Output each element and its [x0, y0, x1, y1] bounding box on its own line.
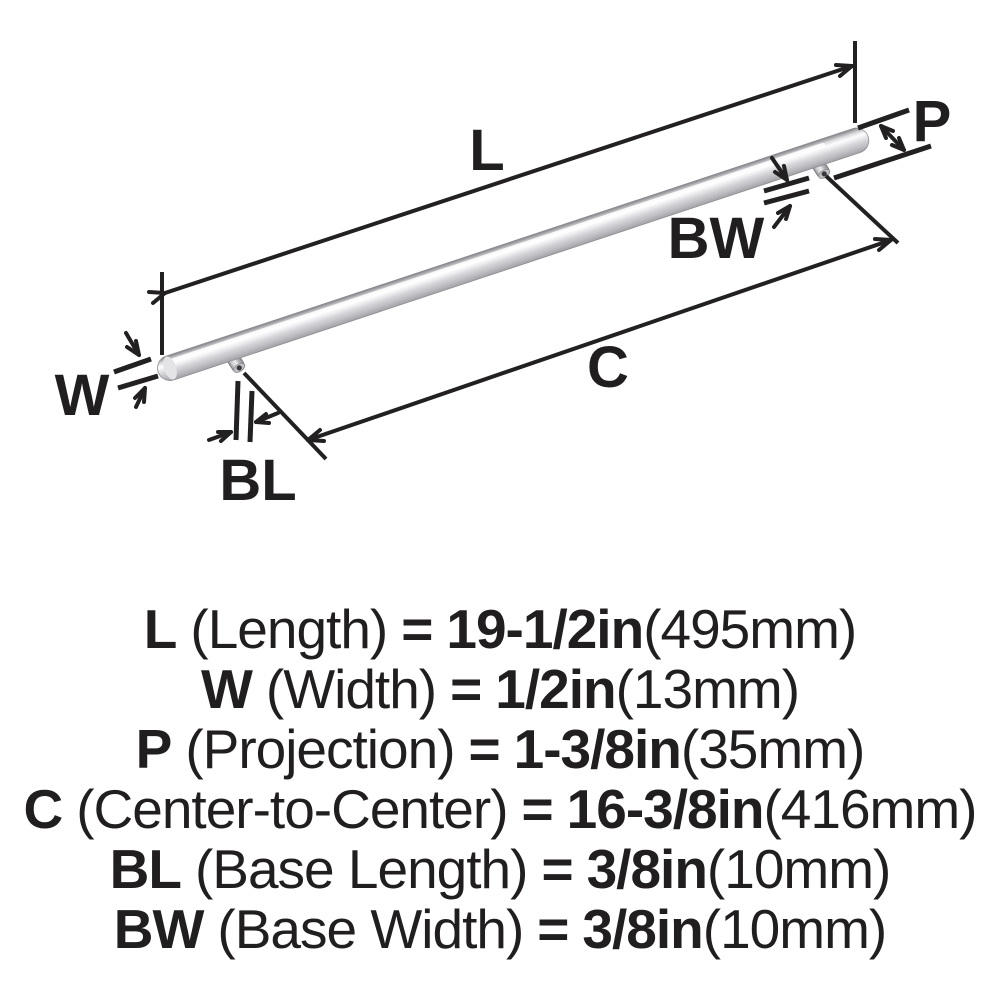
legend-metric-value: (10mm) [702, 898, 887, 960]
legend-symbol: C [23, 778, 63, 840]
label-BW: BW [668, 206, 765, 271]
label-C: C [587, 335, 629, 400]
bar-pull-illustration [157, 127, 870, 381]
BW-gap-line-upper [763, 175, 810, 194]
legend-imperial-value: 19-1/2in [446, 598, 644, 660]
label-BL: BL [219, 448, 296, 513]
P-arrowhead-upper [879, 124, 895, 140]
legend-name: (Base Length) [194, 838, 528, 900]
C-arrowhead-left [306, 428, 326, 443]
legend-imperial-value: 1/2in [495, 658, 616, 720]
legend-imperial-value: 3/8in [582, 898, 703, 960]
BL-gap-line-right [247, 390, 255, 443]
dimension-L: L [147, 41, 857, 355]
legend-symbol: BW [113, 898, 205, 960]
dimension-BL: BL [207, 380, 297, 513]
label-W: W [55, 363, 110, 428]
legend-name: (Base Width) [217, 898, 524, 960]
legend-name: (Length) [190, 598, 388, 660]
bar-left-end-cap [163, 356, 177, 380]
dimension-W: W [55, 331, 159, 428]
P-double-arrow [879, 124, 906, 152]
legend-metric-value: (416mm) [763, 778, 977, 840]
legend-metric-value: (10mm) [706, 838, 891, 900]
legend-metric-value: (495mm) [643, 598, 857, 660]
right-post-screw-hole [821, 171, 827, 177]
legend-metric-value: (35mm) [680, 718, 865, 780]
legend-equals: = [401, 598, 433, 660]
legend-imperial-value: 1-3/8in [513, 718, 682, 780]
left-post-screw-hole [236, 365, 242, 371]
BL-arrowhead-right [216, 430, 233, 443]
C-extension-line-right [824, 174, 900, 245]
BW-gap-line-lower [763, 188, 810, 206]
W-arrowhead-up [133, 386, 147, 404]
legend-equals: = [521, 778, 554, 840]
legend-name: (Width) [265, 658, 437, 720]
legend-metric-value: (13mm) [615, 658, 800, 720]
legend-equals: = [537, 898, 569, 960]
label-L: L [469, 118, 504, 183]
bar-pull-diagram-canvas: L P BW W [55, 41, 952, 513]
L-arrowhead-right [834, 63, 854, 78]
C-dimension-line [306, 238, 893, 442]
legend-row-projection: P(Projection)=1-3/8in(35mm) [0, 719, 1000, 779]
L-dimension-line [163, 64, 854, 295]
label-P: P [913, 89, 952, 154]
legend-imperial-value: 3/8in [586, 838, 708, 900]
P-arrowhead-lower [890, 136, 906, 152]
P-extension-line-lower [833, 143, 932, 181]
dimension-P: P [833, 89, 952, 181]
legend-symbol: W [200, 658, 253, 720]
dimension-C: C [242, 174, 900, 461]
W-gap-line-upper [113, 356, 152, 375]
legend-symbol: P [135, 718, 173, 780]
dimension-legend: L(Length)=19-1/2in(495mm) W(Width)=1/2in… [0, 599, 1000, 959]
legend-symbol: L [143, 598, 178, 660]
legend-equals: = [541, 838, 573, 900]
legend-row-length: L(Length)=19-1/2in(495mm) [0, 599, 1000, 659]
legend-row-center-to-center: C(Center-to-Center)=16-3/8in(416mm) [0, 779, 1000, 839]
dimension-BW: BW [668, 156, 810, 271]
BW-arrowhead-down [773, 164, 789, 182]
legend-imperial-value: 16-3/8in [566, 778, 765, 840]
C-extension-line-left [242, 371, 328, 461]
L-arrowhead-left [147, 290, 167, 305]
C-arrowhead-right [873, 237, 893, 252]
BL-arrowhead-left [254, 412, 271, 425]
W-arrowhead-down [125, 339, 141, 357]
BL-gap-line-left [233, 380, 241, 441]
legend-symbol: BL [109, 838, 182, 900]
legend-name: (Center-to-Center) [76, 778, 508, 840]
W-gap-line-lower [117, 373, 159, 391]
legend-row-width: W(Width)=1/2in(13mm) [0, 659, 1000, 719]
P-extension-line-upper [857, 107, 910, 131]
legend-name: (Projection) [185, 718, 455, 780]
legend-row-base-width: BW(Base Width)=3/8in(10mm) [0, 899, 1000, 959]
legend-equals: = [450, 658, 482, 720]
BW-arrowhead-up [776, 204, 792, 221]
legend-row-base-length: BL(Base Length)=3/8in(10mm) [0, 839, 1000, 899]
legend-equals: = [468, 718, 501, 780]
